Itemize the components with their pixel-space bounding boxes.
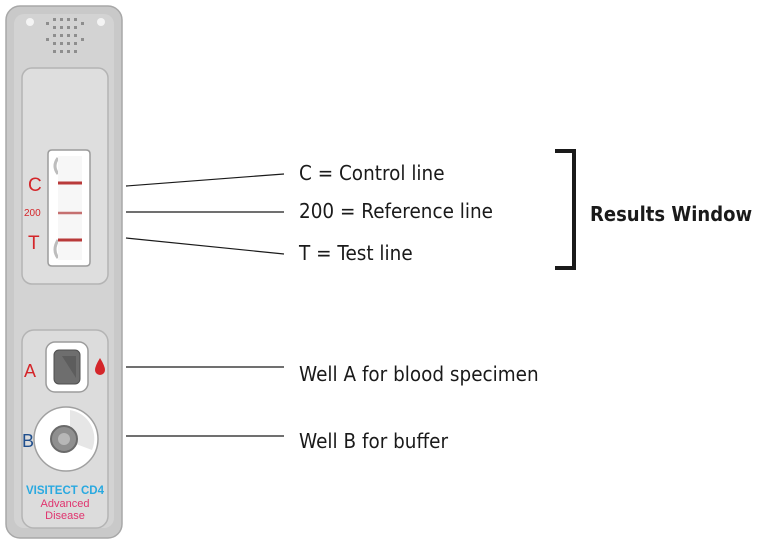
label-c: C: [28, 175, 42, 196]
results-bracket: [555, 149, 576, 270]
label-t: T: [28, 233, 40, 254]
callout-well-a: Well A for blood specimen: [299, 362, 539, 386]
leader-test: [125, 237, 285, 255]
label-a: A: [24, 361, 36, 381]
callout-test-line: T = Test line: [299, 241, 413, 265]
product-line-2: Disease: [45, 510, 85, 522]
callout-reference-line: 200 = Reference line: [299, 199, 493, 223]
brand-name: VISITECT CD4: [26, 485, 105, 497]
blood-drop-icon: [95, 358, 105, 375]
label-b: B: [22, 431, 34, 451]
product-line-1: Advanced: [41, 498, 90, 510]
cassette-hole-left: [26, 18, 34, 26]
callout-control-line: C = Control line: [299, 161, 445, 185]
results-window-label: Results Window: [590, 202, 753, 226]
grip-dots: [46, 18, 84, 53]
leader-control: [125, 173, 285, 187]
cassette-hole-right: [97, 18, 105, 26]
callout-well-b: Well B for buffer: [299, 429, 449, 453]
label-200: 200: [24, 208, 41, 219]
